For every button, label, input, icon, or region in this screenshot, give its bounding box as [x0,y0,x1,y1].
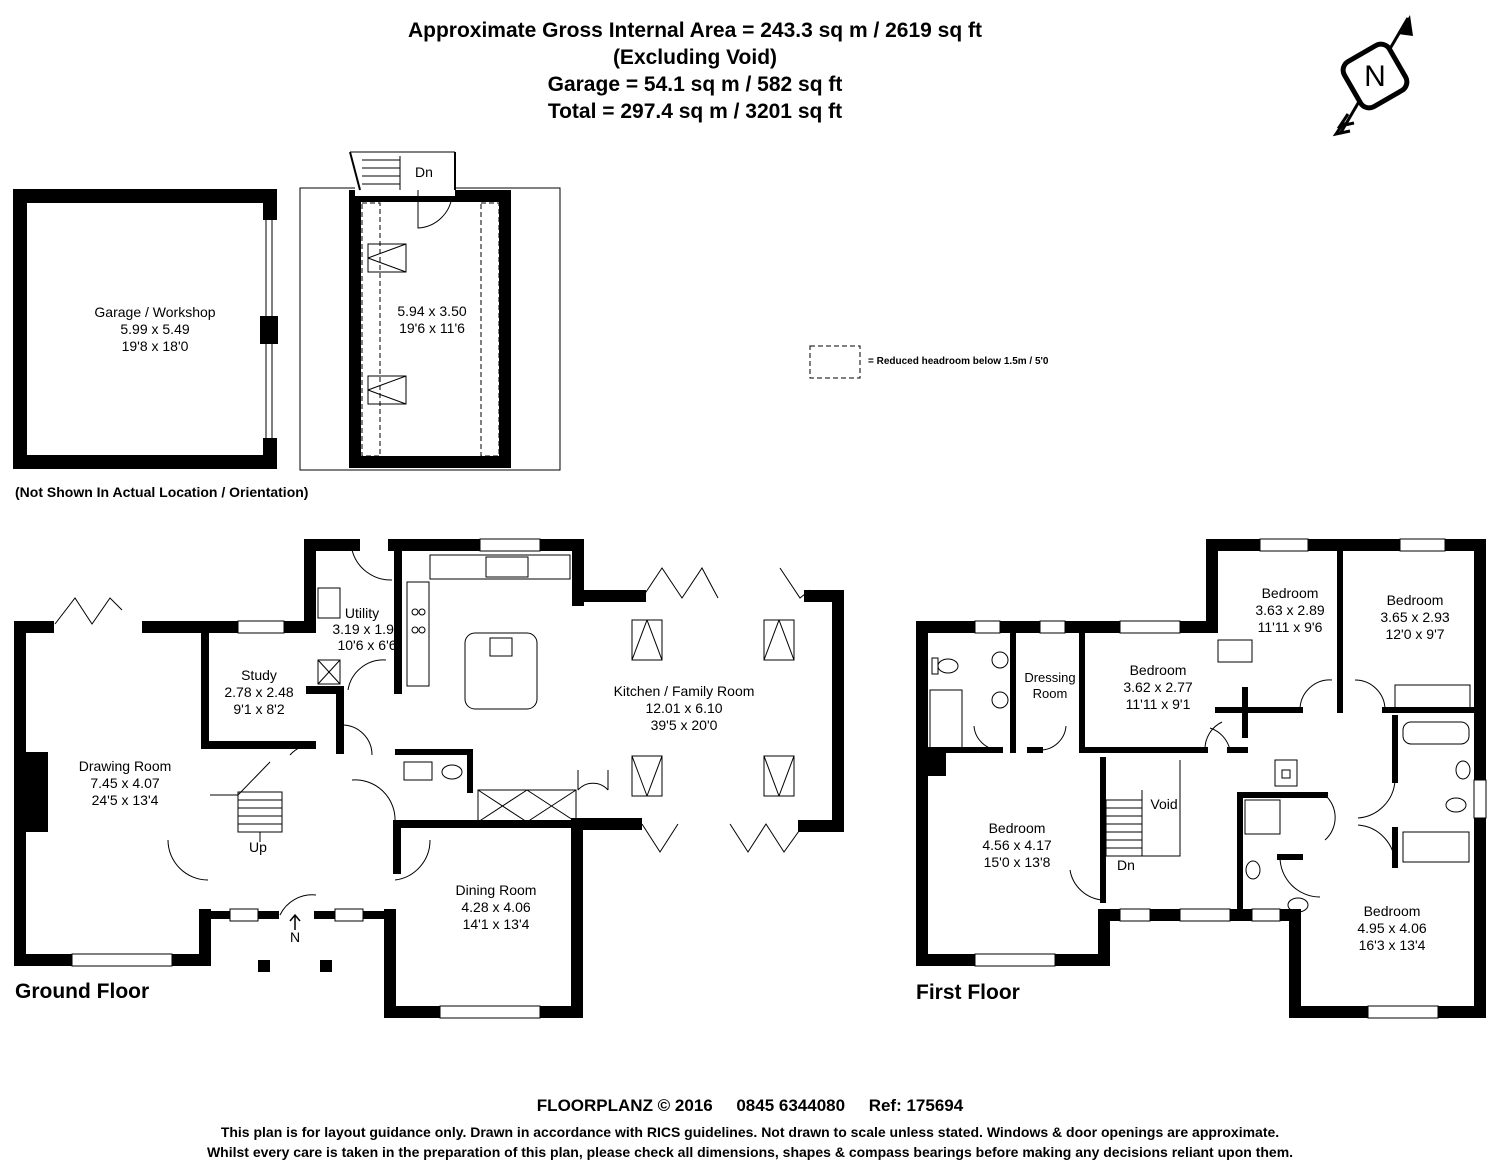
dining-room-imperial: 14'1 x 13'4 [463,916,530,932]
utility-imperial: 10'6 x 6'6 [337,637,396,653]
garage-imperial: 19'8 x 18'0 [122,338,189,354]
drawing-room-name: Drawing Room [79,758,172,774]
garage-metric: 5.99 x 5.49 [120,321,189,337]
bedroom-br-imperial: 16'3 x 13'4 [1359,937,1426,953]
bedroom-tl-imperial: 11'11 x 9'6 [1258,619,1323,635]
kitchen-imperial: 39'5 x 20'0 [651,717,718,733]
loft-room [299,150,561,471]
legend-text: = Reduced headroom below 1.5m / 5'0 [868,356,1049,367]
bedroom-tl-name: Bedroom [1262,585,1319,601]
bedroom-tr-imperial: 12'0 x 9'7 [1385,626,1444,642]
dining-room-name: Dining Room [456,882,537,898]
bedroom-main-name: Bedroom [989,820,1046,836]
ff-stairs-label: Dn [1117,857,1135,873]
study-imperial: 9'1 x 8'2 [233,701,284,717]
dining-room-metric: 4.28 x 4.06 [461,899,530,915]
footer-company: FLOORPLANZ © 2016 0845 6344080 Ref: 1756… [536,1096,964,1115]
compass-icon: N [1332,15,1413,137]
bedroom-mid-metric: 3.62 x 2.77 [1123,679,1192,695]
loft-imperial: 19'6 x 11'6 [399,320,465,336]
first-floor-title: First Floor [916,981,1020,1004]
kitchen-name: Kitchen / Family Room [614,683,755,699]
bedroom-br-name: Bedroom [1364,903,1421,919]
bedroom-mid-name: Bedroom [1130,662,1187,678]
ground-floor-title: Ground Floor [15,980,149,1003]
dressing-room-name1: Dressing [1024,670,1075,685]
garage-name: Garage / Workshop [94,304,215,320]
gf-stairs-label: Up [249,839,267,855]
loft-metric: 5.94 x 3.50 [397,303,466,319]
entrance-label: N [290,929,300,945]
orientation-note: (Not Shown In Actual Location / Orientat… [15,484,308,500]
loft-stairs-label: Dn [415,164,433,180]
bedroom-tl-metric: 3.63 x 2.89 [1255,602,1324,618]
total-area: Total = 297.4 sq m / 3201 sq ft [547,100,843,123]
garage-area: Garage = 54.1 sq m / 582 sq ft [547,73,843,96]
utility-name: Utility [345,605,379,621]
ground-floor-fixtures [29,549,811,916]
first-floor-fixtures [929,639,1471,913]
footer-disclaimer-2: Whilst every care is taken in the prepar… [206,1144,1294,1160]
study-metric: 2.78 x 2.48 [224,684,293,700]
study-name: Study [241,667,277,683]
legend-swatch [809,345,861,379]
utility-metric: 3.19 x 1.97 [332,621,401,637]
drawing-room-imperial: 24'5 x 13'4 [92,792,159,808]
bedroom-main-metric: 4.56 x 4.17 [982,837,1051,853]
bedroom-tr-name: Bedroom [1387,592,1444,608]
area-note: (Excluding Void) [612,46,778,69]
kitchen-metric: 12.01 x 6.10 [645,700,722,716]
compass-letter: N [1364,60,1386,93]
footer-disclaimer-1: This plan is for layout guidance only. D… [220,1124,1280,1140]
dressing-room-name2: Room [1033,686,1068,701]
bedroom-tr-metric: 3.65 x 2.93 [1380,609,1449,625]
garage-outbuilding [13,189,278,469]
area-title: Approximate Gross Internal Area = 243.3 … [407,19,983,42]
bedroom-mid-imperial: 11'11 x 9'1 [1126,696,1191,712]
bedroom-main-imperial: 15'0 x 13'8 [984,854,1051,870]
void-label: Void [1150,796,1177,812]
windows [71,538,1487,1019]
porch-post [258,960,270,972]
porch-post [320,960,332,972]
bedroom-br-metric: 4.95 x 4.06 [1357,920,1426,936]
drawing-room-metric: 7.45 x 4.07 [90,775,159,791]
entrance-arrow-icon [289,913,301,930]
